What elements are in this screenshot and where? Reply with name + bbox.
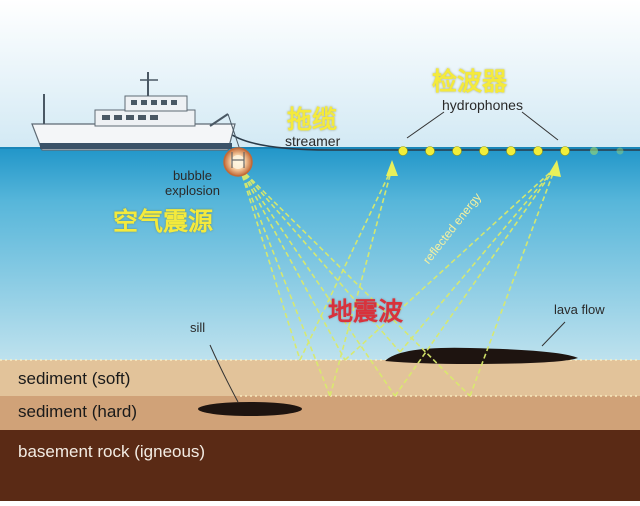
sill-label: sill <box>190 320 206 335</box>
hydrophone <box>560 146 570 156</box>
hydrophone <box>425 146 435 156</box>
arrowhead-right <box>548 160 561 177</box>
hydrophone <box>452 146 462 156</box>
source-en-label: bubble explosion <box>165 168 220 198</box>
layer-label-sediment-soft: sediment (soft) <box>18 369 131 388</box>
streamer-en-label: streamer <box>285 133 341 149</box>
hydrophones-cn-label: 检波器 <box>432 67 508 96</box>
layer-sediment-soft <box>0 360 640 396</box>
ray-arrowheads <box>386 160 561 177</box>
lava-flow-label: lava flow <box>554 302 605 317</box>
hydrophone <box>590 147 598 155</box>
streamer-cable <box>227 131 640 151</box>
hydrophone <box>533 146 543 156</box>
hydrophones-en-label: hydrophones <box>442 97 523 113</box>
streamer-cn-label: 拖缆 <box>287 105 338 134</box>
hydrophone <box>616 147 624 155</box>
hydrophone-array <box>398 146 624 156</box>
sill-body <box>198 402 302 416</box>
hydrophone <box>398 146 408 156</box>
layer-label-sediment-hard: sediment (hard) <box>18 402 138 421</box>
sea-water <box>0 148 640 362</box>
hydrophone-leader-left <box>406 111 445 139</box>
lava-leader <box>541 321 566 347</box>
layer-basement-rock <box>0 430 640 501</box>
layer-sediment-hard <box>0 396 640 430</box>
leader-lines <box>209 111 566 403</box>
ship-waterline <box>40 143 232 149</box>
layer-label-basement-rock: basement rock (igneous) <box>18 442 206 461</box>
source-cn-label: 空气震源 <box>113 207 214 236</box>
survey-ship <box>31 72 241 151</box>
ship-crane <box>209 113 229 127</box>
hydrophone-leader-right <box>521 111 559 141</box>
seismic-rays <box>239 167 556 397</box>
hydrophone <box>479 146 489 156</box>
hydrophone <box>506 146 516 156</box>
sill-leader <box>209 344 239 403</box>
arrowhead-left <box>386 160 398 176</box>
seismic-wave-cn-label: 地震波 <box>328 297 404 326</box>
